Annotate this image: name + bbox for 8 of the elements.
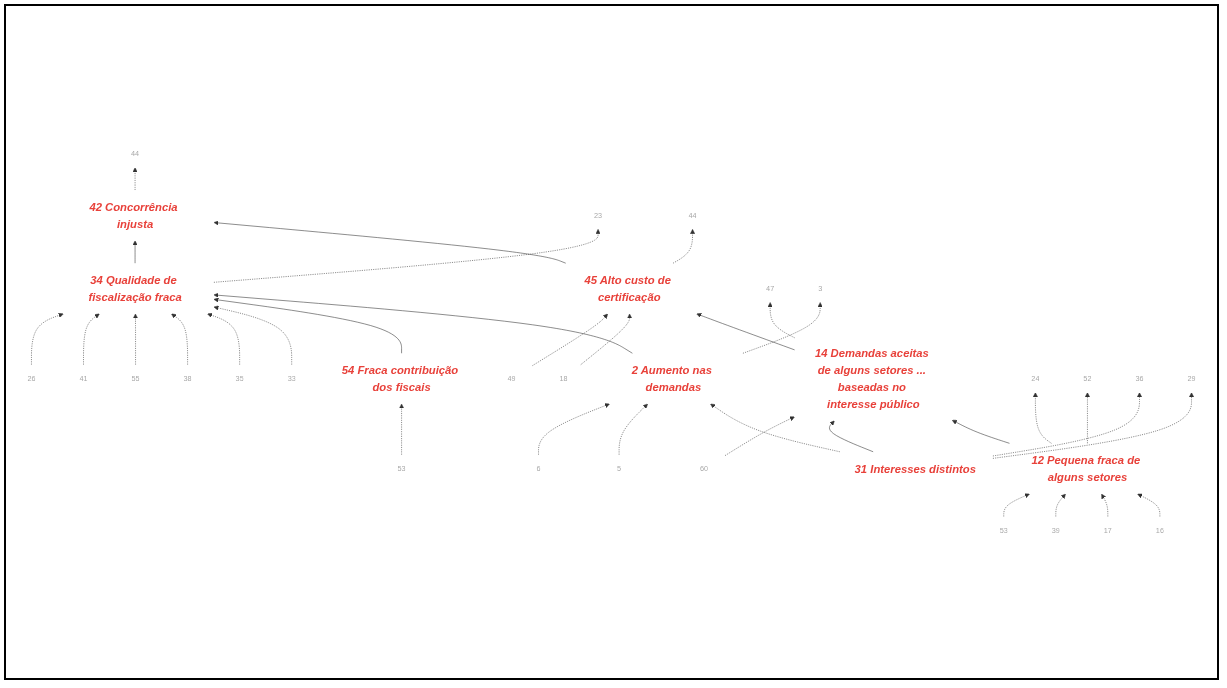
node-text: 42 Concorrência injusta [89, 200, 178, 230]
node-text: 45 Alto custo de certificação [584, 273, 671, 304]
node-text: 31 Interesses distintos [854, 462, 976, 475]
node-text: 54 Fraca contribuição dos fiscais [341, 363, 459, 394]
node-text: 2 Aumento nas demandas [631, 363, 712, 394]
node-text: 14 Demandas aceitas de alguns setores ... baseadas no interesse público [814, 347, 929, 411]
node-text: 12 Pequena fraca de alguns setores [1031, 454, 1141, 484]
node-text: 34 Qualidade de fiscalização fraca [88, 273, 182, 304]
